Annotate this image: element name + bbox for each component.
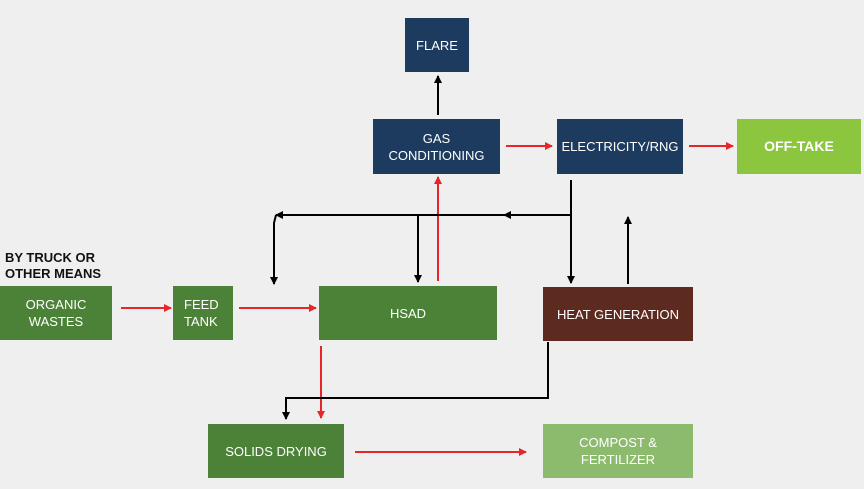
- node-electricity-rng: ELECTRICITY/RNG: [557, 119, 683, 174]
- input-note: BY TRUCK OR OTHER MEANS: [5, 250, 102, 281]
- node-gas-conditioning: GAS CONDITIONING: [373, 119, 500, 174]
- node-solids-drying: SOLIDS DRYING: [208, 424, 344, 478]
- arrow-heat-generation-to-solids-drying: [282, 342, 549, 420]
- node-compost-fertilizer: COMPOST & FERTILIZER: [543, 424, 693, 478]
- node-flare: FLARE: [405, 18, 469, 72]
- node-hsad: HSAD: [319, 286, 497, 340]
- arrow-heat-branch-to-feed-down: [270, 214, 278, 285]
- node-off-take: OFF-TAKE: [737, 119, 861, 174]
- node-feed-tank: FEED TANK: [173, 286, 233, 340]
- node-organic-wastes: ORGANIC WASTES: [0, 286, 112, 340]
- node-heat-generation: HEAT GENERATION: [543, 287, 693, 341]
